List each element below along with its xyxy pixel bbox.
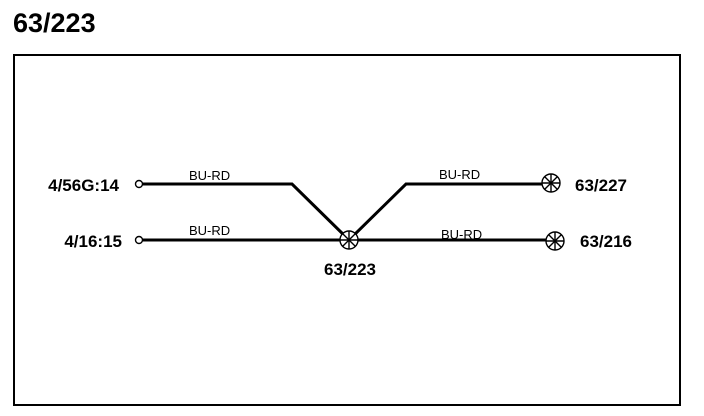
crossed-circle-splice-icon	[339, 230, 359, 250]
open-circle-icon	[134, 179, 144, 189]
wire-label-left-bottom: BU-RD	[189, 223, 230, 238]
wire-right-top	[347, 182, 547, 242]
connector-label-right-bottom: 63/216	[580, 232, 632, 251]
connector-label-right-top: 63/227	[575, 176, 627, 195]
crossed-circle-terminal-icon	[541, 173, 561, 193]
crossed-circle-terminal-icon	[545, 231, 565, 251]
diagram-frame	[13, 54, 681, 406]
splice-label: 63/223	[324, 260, 376, 279]
wire-label-left-top: BU-RD	[189, 168, 230, 183]
wire-left-top	[143, 182, 351, 242]
open-circle-icon	[134, 235, 144, 245]
wire-label-right-bottom: BU-RD	[441, 227, 482, 242]
connector-label-left-bottom: 4/16:15	[64, 232, 122, 251]
wire-label-right-top: BU-RD	[439, 167, 480, 182]
connector-label-left-top: 4/56G:14	[48, 176, 119, 195]
page-title: 63/223	[13, 8, 96, 38]
